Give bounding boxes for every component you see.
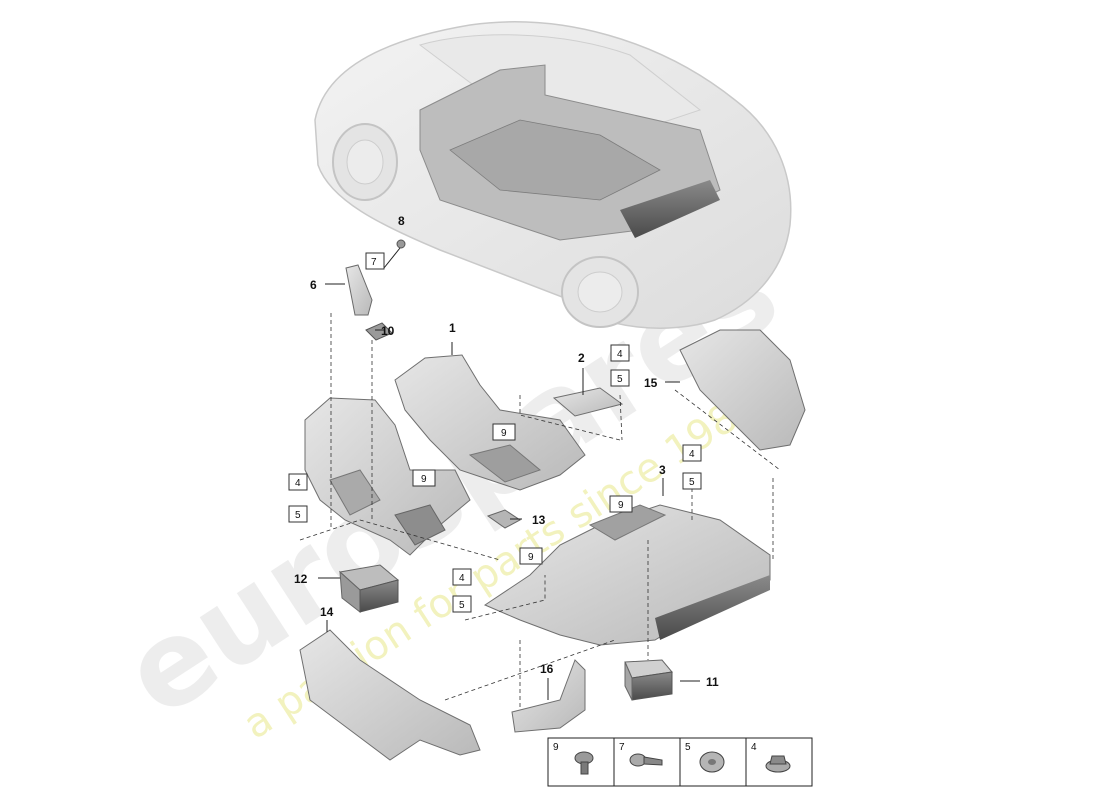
callout-1: 1 (449, 321, 456, 335)
legend-cell-9: 9 (553, 742, 594, 775)
ref-box-4-bottom: 4 (452, 568, 472, 586)
washer-nut-icon (699, 751, 725, 773)
ref-box-5-bottom: 5 (452, 595, 472, 613)
svg-text:4: 4 (751, 742, 757, 753)
svg-text:5: 5 (685, 742, 691, 753)
part-6-trim-strip (345, 264, 373, 316)
svg-text:9: 9 (618, 500, 624, 511)
vehicle-outline (314, 21, 792, 329)
callout-16: 16 (540, 662, 554, 676)
svg-text:9: 9 (528, 552, 534, 563)
svg-text:4: 4 (689, 449, 695, 460)
part-16-trim (511, 659, 586, 733)
flange-nut-icon (765, 755, 791, 773)
part-3-rear-carpet (483, 504, 771, 646)
part-13-piece (486, 509, 521, 529)
svg-text:7: 7 (619, 742, 625, 753)
ref-box-9-b: 9 (412, 469, 436, 487)
svg-text:9: 9 (501, 428, 507, 439)
svg-text:5: 5 (459, 600, 465, 611)
legend-cell-7: 7 (619, 742, 663, 767)
part-8-nut (396, 239, 406, 249)
boxed-references: 7 4 5 9 9 4 5 4 (288, 252, 702, 613)
ref-box-4-right: 4 (682, 444, 702, 462)
fastener-legend: 9 7 5 4 (547, 737, 813, 787)
callout-8: 8 (398, 214, 405, 228)
callout-11: 11 (706, 675, 719, 689)
part-15-side-carpet (679, 329, 806, 451)
part-10-pad (365, 322, 393, 341)
screw-icon (629, 753, 663, 767)
callout-2: 2 (578, 351, 585, 365)
svg-text:4: 4 (617, 349, 623, 360)
part-14-tunnel-insulation (299, 629, 481, 761)
callout-6: 6 (310, 278, 317, 292)
svg-text:9: 9 (553, 742, 559, 753)
leader-lines (318, 247, 700, 700)
ref-box-9-a: 9 (492, 423, 516, 441)
callout-3: 3 (659, 463, 666, 477)
clip-fastener-icon (574, 751, 594, 775)
part-2-panel (552, 387, 624, 417)
svg-text:5: 5 (689, 477, 695, 488)
callout-13: 13 (532, 513, 546, 527)
callout-14: 14 (320, 605, 334, 619)
svg-text:4: 4 (295, 478, 301, 489)
ref-box-9-d: 9 (519, 547, 543, 565)
ref-box-4-top: 4 (610, 344, 630, 362)
svg-text:5: 5 (617, 374, 623, 385)
part-11-block (624, 659, 673, 701)
assembly-lines (299, 313, 781, 710)
legend-cell-4: 4 (751, 742, 791, 773)
callout-labels: 8 6 10 1 2 15 3 13 12 14 16 11 (294, 214, 719, 689)
ref-box-9-c: 9 (609, 495, 633, 513)
ref-box-5-right: 5 (682, 472, 702, 490)
ref-box-5-top: 5 (610, 369, 630, 387)
svg-text:4: 4 (459, 573, 465, 584)
part-1-front-carpet (304, 354, 586, 556)
svg-text:5: 5 (295, 510, 301, 521)
part-12-box (338, 564, 400, 614)
ref-box-5-left: 5 (288, 505, 308, 523)
svg-text:9: 9 (421, 474, 427, 485)
callout-10: 10 (381, 324, 395, 338)
ref-box-7: 7 (365, 252, 385, 270)
legend-cell-5: 5 (685, 742, 725, 773)
svg-text:7: 7 (371, 257, 377, 268)
ref-box-4-left: 4 (288, 473, 308, 491)
callout-15: 15 (644, 376, 658, 390)
callout-12: 12 (294, 572, 308, 586)
